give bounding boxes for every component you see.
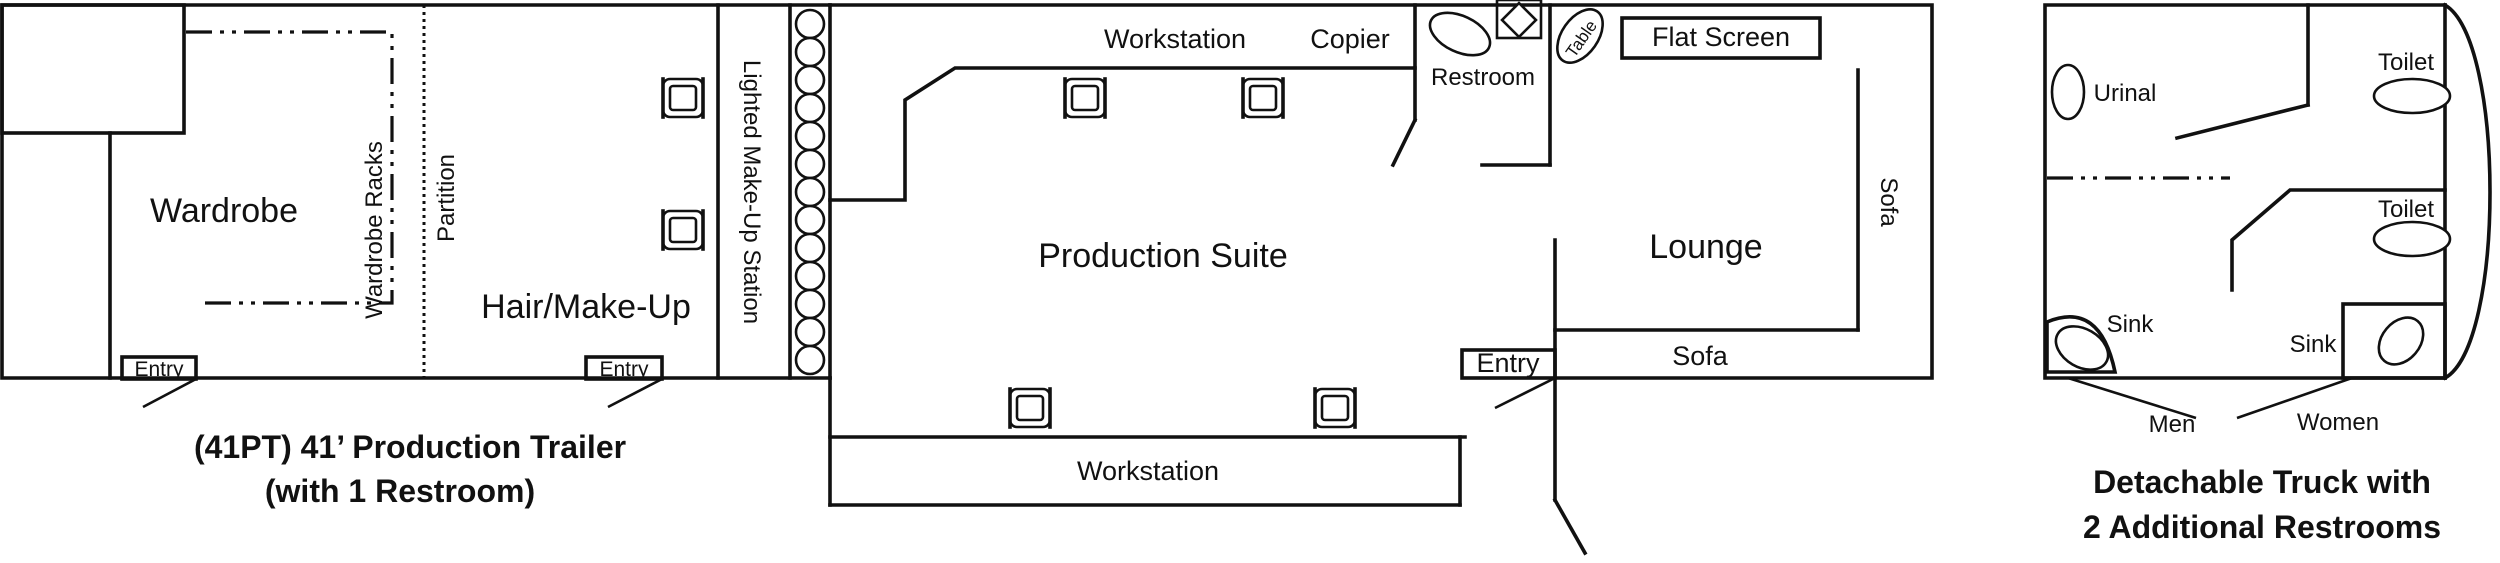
label-men: Men (2149, 411, 2196, 438)
trailer-caption-line1: (41PT) 41’ Production Trailer (194, 429, 626, 465)
storage-box (0, 3, 186, 135)
entry-box-1 (120, 355, 198, 381)
label-flat-screen: Flat Screen (1652, 22, 1790, 52)
entry-label: Entry (599, 358, 649, 381)
truck-outer-wall (2043, 3, 2447, 380)
entry-box-2 (584, 355, 664, 381)
entry-label: Entry (1476, 348, 1540, 378)
trailer-outer-wall (0, 3, 832, 380)
room-restroom: Restroom (1431, 64, 1535, 91)
toilet-icon (2372, 77, 2452, 115)
label-women: Women (2297, 409, 2379, 436)
chair-icon (1313, 387, 1357, 429)
toilet-icon (2372, 220, 2452, 258)
table-icon (1556, 8, 1604, 64)
detachable-truck: Urinal Toilet Toilet Sink Sink Men Women… (2043, 2, 2492, 545)
room-hair-makeup: Hair/Make-Up (481, 288, 691, 326)
makeup-lights (794, 8, 826, 376)
label-workstation-top: Workstation (1104, 24, 1246, 54)
label-sink-men: Sink (2107, 311, 2155, 338)
label-workstation-bottom: Workstation (1077, 456, 1219, 486)
label-toilet-1: Toilet (2378, 49, 2434, 76)
production-trailer: Wardrobe Wardrobe Racks Partition Hair/M… (0, 0, 1934, 556)
restroom-toilet-icon (1428, 11, 1492, 57)
women-sink-cabinet (2341, 302, 2447, 380)
chair-icon (1241, 77, 1285, 119)
room-production-suite: Production Suite (1038, 237, 1288, 275)
restroom-sink-icon (1500, 1, 1538, 39)
chair-icon (661, 77, 705, 119)
room-lounge: Lounge (1649, 228, 1762, 266)
truck-caption-line1: Detachable Truck with (2093, 464, 2431, 500)
room-wardrobe: Wardrobe (150, 192, 298, 230)
label-makeup-station: Lighted Make-Up Station (738, 60, 765, 324)
flat-screen (1620, 16, 1822, 60)
trailer-caption-line2: (with 1 Restroom) (265, 473, 535, 509)
label-wardrobe-racks: Wardrobe Racks (361, 141, 388, 319)
women-door (2236, 376, 2353, 420)
label-sink-women: Sink (2290, 331, 2338, 358)
wardrobe-racks (186, 30, 394, 305)
men-door (2067, 376, 2197, 420)
chair-icon (661, 209, 705, 251)
chair-icon (1008, 387, 1052, 429)
truck-cab (2442, 2, 2492, 381)
label-copier: Copier (1310, 24, 1390, 54)
label-sofa-bottom: Sofa (1672, 341, 1729, 371)
chair-icon (1063, 77, 1107, 119)
label-toilet-2: Toilet (2378, 196, 2434, 223)
restroom-sink-cabinet (1495, 0, 1543, 40)
label-partition: Partition (433, 154, 460, 242)
entry-box-right (1460, 348, 1557, 380)
women-sink-icon (2377, 316, 2425, 366)
entry-label: Entry (134, 358, 184, 381)
truck-caption-line2: 2 Additional Restrooms (2083, 509, 2441, 545)
men-sink-icon (2054, 325, 2110, 371)
men-sink-cabinet (2045, 315, 2118, 374)
label-sofa-right: Sofa (1875, 177, 1902, 227)
urinal-icon (2050, 63, 2086, 121)
label-urinal: Urinal (2094, 80, 2157, 107)
